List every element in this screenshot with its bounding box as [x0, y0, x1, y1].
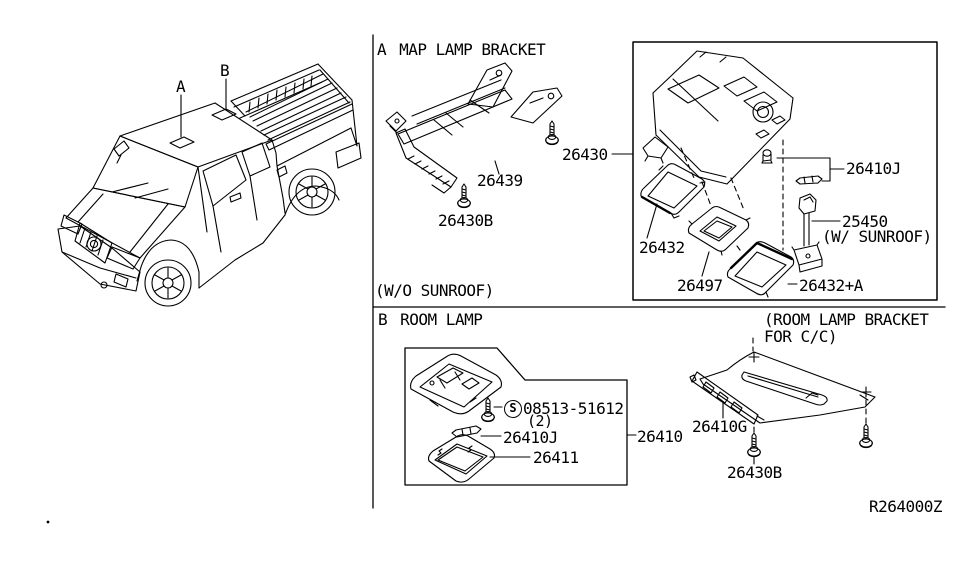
section-dividers [372, 34, 946, 509]
screw-b [481, 397, 495, 423]
cc-bracket-dashes [752, 337, 867, 437]
truck-callout-b: B [220, 61, 230, 80]
label-line-26439 [494, 160, 500, 175]
part-label-26410j-b: 26410J [503, 428, 558, 447]
s-circle-symbol: S [504, 400, 522, 418]
part-label-26497: 26497 [677, 276, 723, 295]
lens-26411-drawing [427, 434, 496, 483]
overhead-console-drawing [642, 50, 794, 185]
map-lamp-bracket-drawing [385, 62, 563, 194]
screw-cc-left [747, 432, 761, 458]
part-label-26410: 26410 [637, 427, 683, 446]
room-lamp-location [211, 108, 237, 121]
truck-drawing [57, 63, 362, 307]
part-label-26439: 26439 [477, 171, 523, 190]
part-label-26432a: 26432+A [799, 276, 863, 295]
section-b-title: ROOM LAMP [400, 310, 483, 329]
part-label-26430b-a: 26430B [438, 211, 493, 230]
section-a-title: MAP LAMP BRACKET [399, 40, 546, 59]
part-label-26430: 26430 [562, 145, 608, 164]
part-label-26432: 26432 [639, 238, 685, 257]
part-label-26410j-console: 26410J [846, 159, 901, 178]
festoon-bulb-console-drawing [795, 175, 823, 185]
screw-a-right [545, 120, 559, 146]
room-lamp-housing-drawing [410, 353, 502, 415]
map-lamp-location [169, 136, 195, 149]
cc-heading-line1: (ROOM LAMP BRACKET [764, 310, 929, 329]
screw-cc-right [859, 423, 873, 449]
part-label-26430b-cc: 26430B [727, 463, 782, 482]
lens-26432a-drawing [726, 241, 795, 298]
section-a-heading: A MAP LAMP BRACKET [377, 40, 546, 59]
section-b-heading: B ROOM LAMP [378, 310, 483, 329]
qty-label: (2) [527, 412, 553, 430]
sunroof-console-box [632, 41, 938, 301]
finisher-26497-drawing [687, 205, 751, 256]
part-label-26411: 26411 [533, 448, 579, 467]
section-b-letter: B [378, 310, 388, 329]
note-w-sunroof: (W/ SUNROOF) [822, 227, 932, 246]
wedge-bulb-drawing [761, 149, 773, 164]
screw-a-left [457, 183, 471, 209]
cc-bracket-marks [722, 351, 872, 465]
part-label-08513-51612: 08513-51612 [523, 399, 624, 418]
scan-dot [46, 520, 50, 524]
section-b-leader-lines [480, 406, 637, 458]
part-label-25450: 25450 [842, 212, 888, 231]
section-a-letter: A [377, 40, 387, 59]
sunroof-switch-25450-drawing [791, 193, 823, 273]
lens-26432-drawing [640, 163, 706, 219]
console-leader-lines [611, 153, 845, 285]
cc-heading-line2: FOR C/C) [764, 327, 838, 346]
room-lamp-box [404, 347, 628, 486]
diagram-code: R264000Z [869, 497, 943, 516]
part-label-26410g: 26410G [692, 417, 747, 436]
truck-callout-a: A [176, 77, 186, 96]
note-wo-sunroof: (W/O SUNROOF) [375, 281, 494, 300]
cc-bracket-drawing [689, 351, 876, 425]
